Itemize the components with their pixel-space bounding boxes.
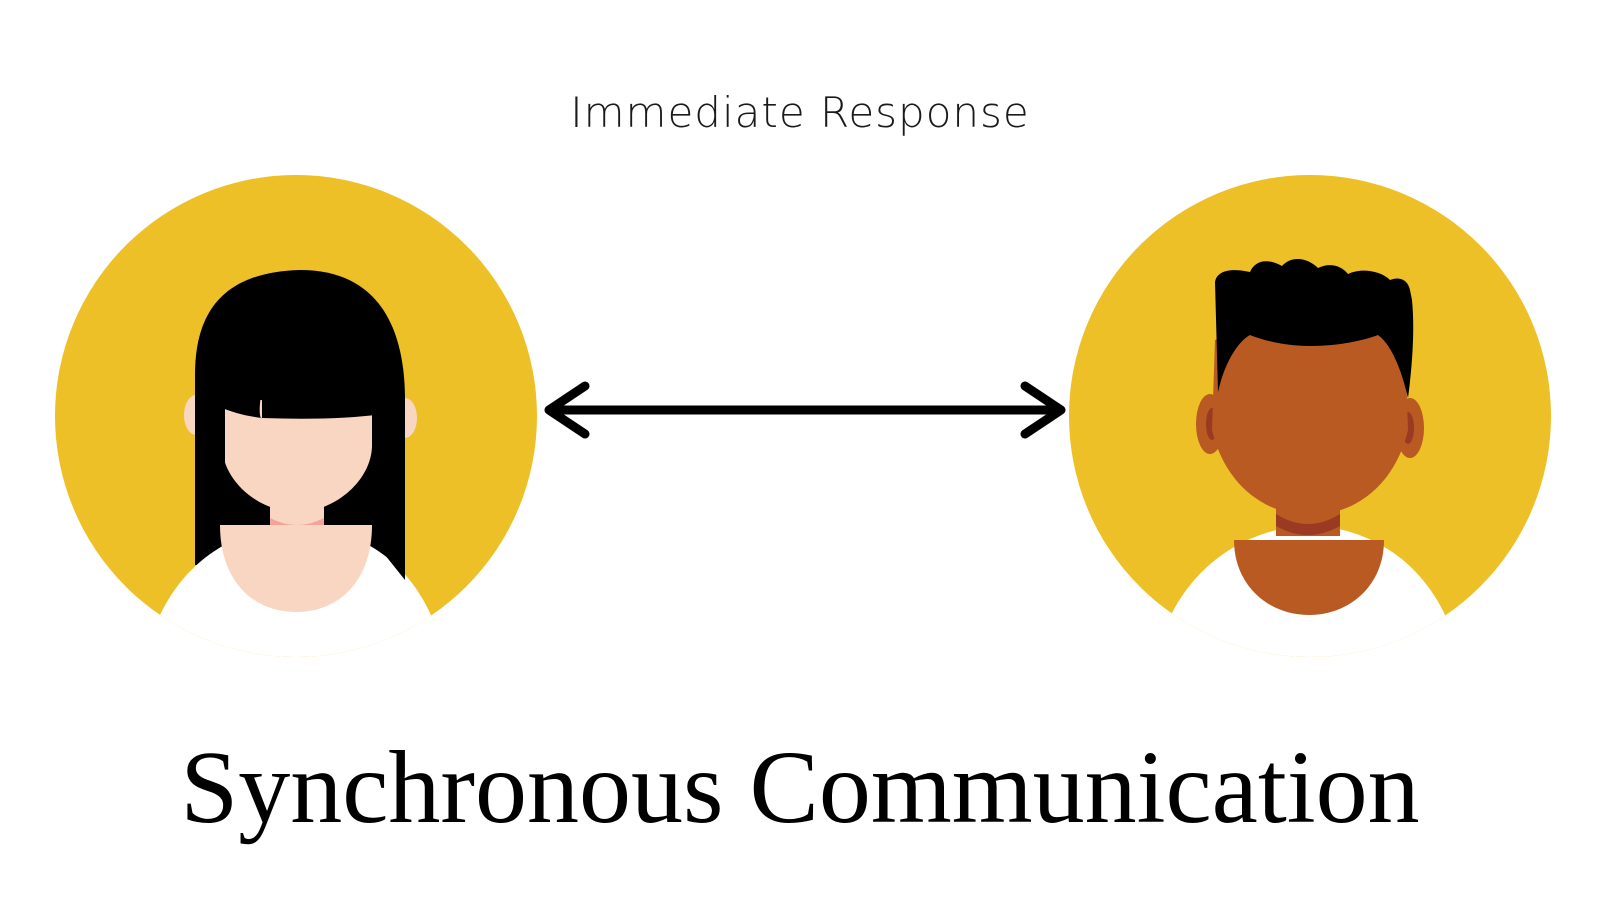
hair-right-strand	[373, 395, 405, 580]
arrow-head-left	[544, 381, 590, 439]
neck-shadow	[1276, 514, 1340, 535]
double-headed-arrow-icon	[544, 381, 1066, 439]
diagram-title: Synchronous Communication	[180, 730, 1420, 845]
face	[222, 400, 372, 512]
chest	[220, 525, 372, 612]
hair-bangs	[195, 272, 405, 419]
woman-avatar-icon	[55, 175, 537, 657]
response-caption: Immediate Response	[570, 88, 1030, 137]
man-avatar-icon	[1069, 175, 1551, 657]
arrow-head-right	[1020, 381, 1066, 439]
hair	[1215, 259, 1414, 398]
chest	[1234, 540, 1384, 615]
face	[1212, 332, 1408, 515]
hair-left-strand	[195, 395, 225, 490]
